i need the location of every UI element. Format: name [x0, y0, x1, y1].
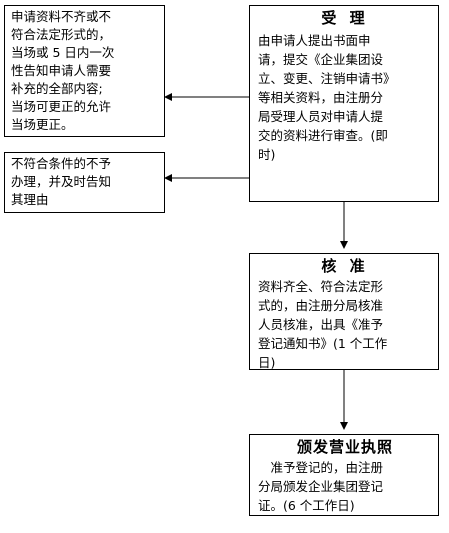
verify-title: 核 准: [321, 257, 369, 275]
accept-body: 由申请人提出书面申 请，提交《企业集团设 立、变更、注销申请书》 等相关资料，由…: [258, 33, 396, 162]
accept-title: 受 理: [321, 9, 369, 27]
reject-notice-text: 不符合条件的不予 办理，并及时告知 其理由: [11, 156, 112, 207]
reject-notice-box: 不符合条件的不予 办理，并及时告知 其理由: [4, 152, 165, 213]
issue-title: 颁发营业执照: [296, 438, 393, 456]
accept-box: 受 理 由申请人提出书面申 请，提交《企业集团设 立、变更、注销申请书》 等相关…: [249, 5, 439, 202]
incomplete-notice-text: 申请资料不齐或不 符合法定形式的， 当场或 5 日内一次 性告知申请人需要 补充…: [11, 9, 115, 132]
verify-body: 资料齐全、符合法定形 式的，由注册分局核准 人员核准，出具《准予 登记通知书》(…: [258, 279, 388, 370]
issue-box: 颁发营业执照 准予登记的，由注册 分局颁发企业集团登记 证。(6 个工作日): [249, 434, 439, 516]
incomplete-notice-box: 申请资料不齐或不 符合法定形式的， 当场或 5 日内一次 性告知申请人需要 补充…: [4, 5, 165, 137]
issue-body: 准予登记的，由注册 分局颁发企业集团登记 证。(6 个工作日): [258, 460, 384, 513]
verify-box: 核 准 资料齐全、符合法定形 式的，由注册分局核准 人员核准，出具《准予 登记通…: [249, 253, 439, 370]
